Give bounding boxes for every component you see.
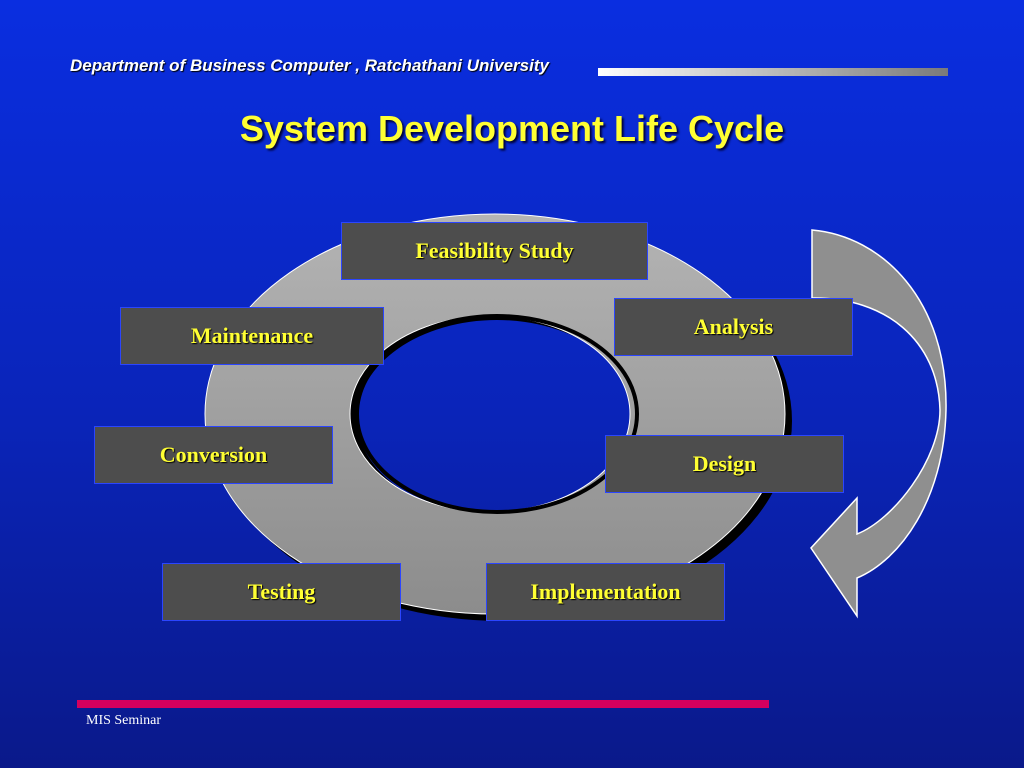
curved-arrow-icon [810, 229, 947, 619]
stage-feasibility-study: Feasibility Study [341, 222, 648, 280]
cycle-ring-inner-rim [355, 314, 639, 514]
stage-conversion: Conversion [94, 426, 333, 484]
stage-testing: Testing [162, 563, 401, 621]
department-header: Department of Business Computer , Ratcha… [70, 56, 549, 75]
stage-maintenance: Maintenance [120, 307, 384, 365]
footer-accent-bar [77, 700, 769, 708]
stage-design: Design [605, 435, 844, 493]
footer-label: MIS Seminar [86, 713, 162, 728]
stage-implementation: Implementation [486, 563, 725, 621]
header-gradient-bar [598, 68, 948, 76]
stage-analysis: Analysis [614, 298, 853, 356]
slide-title: System Development Life Cycle [239, 108, 785, 149]
